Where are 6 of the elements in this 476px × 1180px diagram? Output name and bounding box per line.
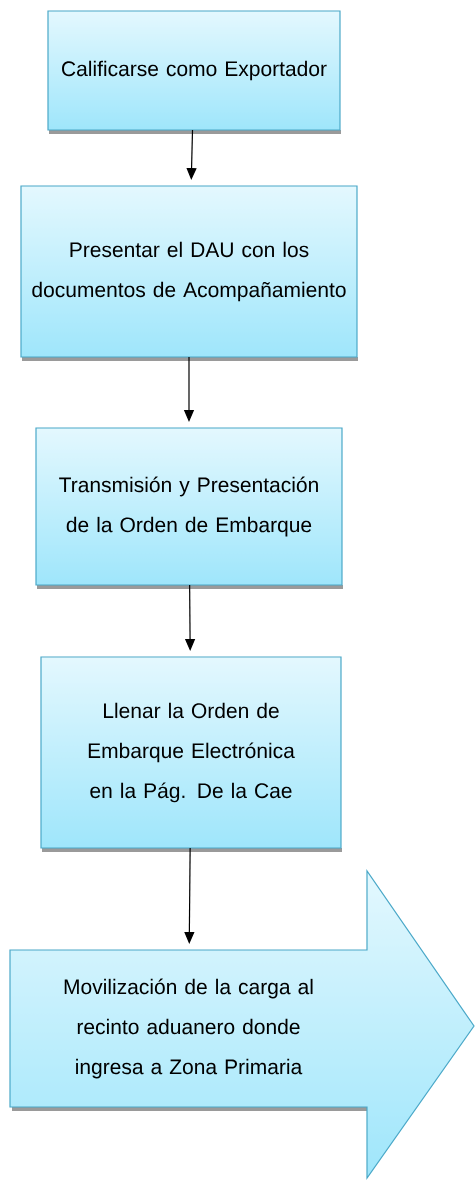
process-box: Calificarse como Exportador xyxy=(47,10,341,134)
arrow xyxy=(184,847,195,944)
process-box: Llenar la Orden de Embarque Electrónica en la Pág. De la Cae xyxy=(40,656,342,852)
process-box: Presentar el DAU con los documentos de Acompañamiento xyxy=(20,185,358,361)
process-box: Transmisión y Presentación de la Orden de Embarque xyxy=(35,427,343,589)
arrow xyxy=(186,129,197,180)
